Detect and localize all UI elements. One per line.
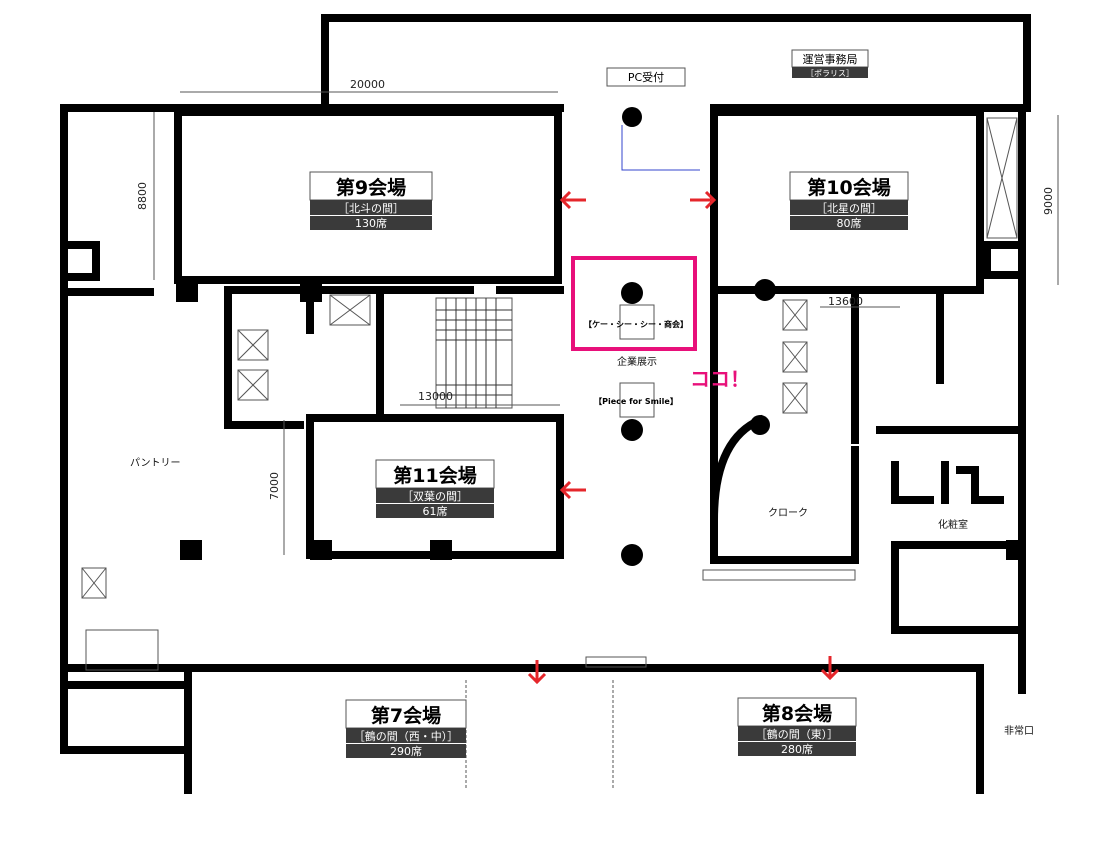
arrow-down-icon [820,656,840,681]
restroom-label: 化粧室 [938,518,968,531]
dimension-13000: 13000 [418,390,453,403]
svg-text:130席: 130席 [355,216,387,230]
svg-text:61席: 61席 [423,504,448,518]
booth-kcc-label: 【ケー・シー・シー・商会】 [584,319,688,329]
booth-piece-for-smile-label: 【Piece for Smile】 [594,396,678,406]
columns [176,107,1022,566]
arrow-down-icon [527,660,547,685]
arrow-left-icon [559,480,586,500]
svg-text:［鶴の間（東）］: ［鶴の間（東）］ [756,727,839,741]
walls [60,14,1031,794]
svg-text:第11会場: 第11会場 [393,464,476,487]
pantry-label: パントリー [130,457,181,469]
room-11-label: 第11会場 ［双葉の間］ 61席 [375,459,495,518]
dimension-7000: 7000 [268,472,281,500]
room-7-label: 第7会場 ［鶴の間（西・中）］ 290席 [345,699,467,758]
office-label: 運営事務局 ［ポラリス］ [791,49,869,78]
dimension-9000: 9000 [1042,187,1055,215]
highlight-box [571,256,697,351]
arrow-left-icon [559,190,586,210]
here-label: ココ！ [690,367,750,391]
arrow-right-icon [690,190,717,210]
room-10-label: 第10会場 ［北星の間］ 80席 [789,171,909,230]
entrance-arrows [527,190,840,685]
room-8-label: 第8会場 ［鶴の間（東）］ 280席 [737,697,857,756]
svg-text:［ポラリス］: ［ポラリス］ [806,69,854,78]
svg-text:［鶴の間（西・中）］: ［鶴の間（西・中）］ [354,729,459,743]
cloak-label: クローク [768,507,808,519]
pc-reception-label: PC受付 [606,67,686,87]
svg-text:［双葉の間］: ［双葉の間］ [402,489,468,503]
svg-text:PC受付: PC受付 [628,71,664,84]
svg-text:［北斗の間］: ［北斗の間］ [338,202,404,215]
dimension-20000: 20000 [350,78,385,91]
room-9-label: 第9会場 ［北斗の間］ 130席 [309,171,433,230]
dimension-lines [153,91,1059,790]
svg-text:第9会場: 第9会場 [336,176,406,199]
exhibit-label: 企業展示 [617,355,657,368]
svg-text:第7会場: 第7会場 [371,704,441,727]
emergency-exit-label: 非常口 [1004,724,1034,737]
svg-text:280席: 280席 [781,742,813,756]
dimension-13600: 13600 [828,295,863,308]
svg-text:［北星の間］: ［北星の間］ [816,202,882,215]
svg-text:80席: 80席 [837,216,862,230]
svg-text:第8会場: 第8会場 [762,702,832,725]
svg-text:運営事務局: 運営事務局 [803,52,858,66]
svg-text:第10会場: 第10会場 [807,176,890,199]
stairs-elevators [81,117,1018,671]
dimension-8800: 8800 [136,182,149,210]
svg-text:290席: 290席 [390,744,422,758]
